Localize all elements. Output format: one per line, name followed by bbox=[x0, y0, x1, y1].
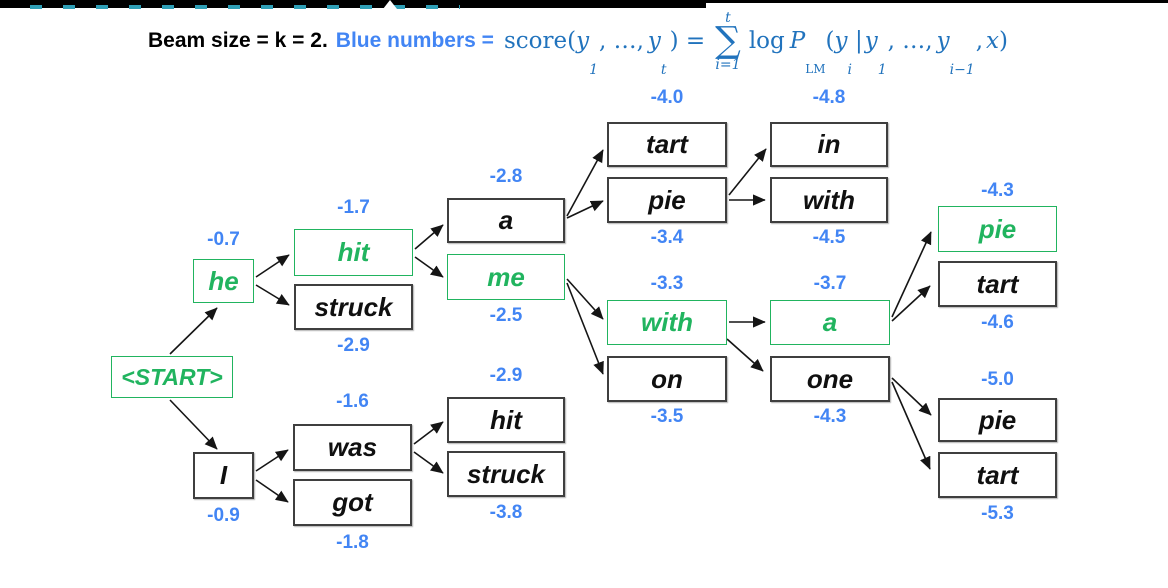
caption-blue-numbers: Blue numbers = bbox=[335, 29, 494, 52]
edge-i-got bbox=[255, 479, 289, 503]
node-in: in bbox=[770, 122, 888, 167]
score-i: -0.9 bbox=[207, 505, 240, 526]
node-start: <START> bbox=[111, 356, 233, 398]
edge-start-i bbox=[169, 399, 218, 450]
formula-token: y bbox=[864, 27, 878, 54]
edge-was-hit2 bbox=[413, 421, 444, 445]
top-teal-dashes bbox=[30, 5, 460, 9]
edge-me-on bbox=[566, 282, 604, 375]
summation: t ∑ i=1 bbox=[715, 11, 741, 72]
formula-token: ( bbox=[825, 27, 835, 54]
top-crop-bar bbox=[0, 0, 706, 8]
score-tart-4: -5.3 bbox=[981, 503, 1014, 524]
formula-token: , bbox=[975, 27, 984, 54]
formula-token: | bbox=[854, 27, 863, 54]
edge-was-struck2 bbox=[413, 451, 444, 474]
node-with-2: with bbox=[770, 177, 888, 223]
node-me: me bbox=[447, 254, 565, 300]
node-i: I bbox=[193, 452, 254, 499]
formula-token: , …, bbox=[598, 27, 644, 54]
score-pie-3: -4.3 bbox=[981, 180, 1014, 201]
score-got: -1.8 bbox=[336, 532, 369, 553]
node-pie-1: pie bbox=[607, 177, 727, 223]
score-one: -4.3 bbox=[813, 406, 847, 427]
node-on: on bbox=[607, 356, 727, 402]
score-on: -3.5 bbox=[650, 406, 684, 427]
score-struck-1: -2.9 bbox=[337, 335, 370, 356]
score-pie-4: -5.0 bbox=[981, 369, 1014, 390]
score-tart-1: -4.0 bbox=[650, 87, 684, 108]
edge-a2-tart3 bbox=[891, 285, 931, 322]
score-was: -1.6 bbox=[336, 391, 369, 412]
edge-a-tart bbox=[566, 149, 604, 217]
node-he: he bbox=[193, 259, 254, 303]
node-struck-1: struck bbox=[294, 284, 413, 330]
node-a-2: a bbox=[770, 300, 890, 345]
node-pie-3: pie bbox=[938, 206, 1057, 252]
node-tart-4: tart bbox=[938, 452, 1057, 498]
score-a-1: -2.8 bbox=[489, 166, 523, 187]
score-formula: score( y 1 , …, y t ) = t ∑ i=1 log P LM… bbox=[503, 10, 1008, 77]
node-tart-3: tart bbox=[938, 261, 1057, 307]
edge-pie-in bbox=[728, 148, 767, 196]
edge-with-one bbox=[726, 338, 764, 372]
formula-token: ) bbox=[999, 27, 1008, 54]
edge-one-tart4 bbox=[891, 381, 931, 470]
edge-me-with bbox=[566, 278, 604, 320]
score-pie-1: -3.4 bbox=[650, 227, 684, 248]
summation-upper-limit: t bbox=[725, 10, 731, 27]
formula-subscript: t bbox=[660, 61, 667, 78]
formula-token: score( bbox=[503, 27, 577, 54]
formula-token: y bbox=[576, 27, 590, 54]
node-hit-1: hit bbox=[294, 229, 413, 276]
edge-he-struck bbox=[255, 284, 290, 306]
formula-token: ) = bbox=[669, 27, 706, 54]
edge-a2-pie3 bbox=[891, 231, 932, 318]
node-was: was bbox=[293, 424, 412, 471]
node-with-1: with bbox=[607, 300, 727, 345]
formula-subscript: 1 bbox=[589, 61, 598, 78]
summation-lower-limit: i=1 bbox=[715, 56, 741, 73]
formula-token: y bbox=[647, 27, 661, 54]
formula-subscript: i−1 bbox=[949, 61, 975, 78]
sigma-icon: ∑ bbox=[715, 20, 741, 62]
formula-subscript: 1 bbox=[877, 61, 887, 78]
score-a-2: -3.7 bbox=[813, 273, 847, 294]
score-hit-1: -1.7 bbox=[337, 197, 370, 218]
edge-one-pie4 bbox=[891, 377, 932, 416]
score-me: -2.5 bbox=[489, 305, 523, 326]
caption: Beam size = k = 2. Blue numbers = score(… bbox=[148, 2, 1008, 80]
edge-hit-me bbox=[414, 256, 444, 278]
node-tart-1: tart bbox=[607, 122, 727, 167]
edge-i-was bbox=[255, 449, 289, 472]
formula-token: P bbox=[789, 27, 806, 54]
node-struck-2: struck bbox=[447, 451, 565, 497]
formula-subscript: i bbox=[847, 61, 852, 78]
node-got: got bbox=[293, 479, 412, 526]
edge-he-hit bbox=[255, 254, 290, 278]
node-one: one bbox=[770, 356, 890, 402]
score-he: -0.7 bbox=[207, 229, 240, 250]
node-a-1: a bbox=[447, 198, 565, 243]
edge-hit-a bbox=[414, 224, 444, 250]
score-struck-2: -3.8 bbox=[489, 502, 523, 523]
formula-token: x bbox=[986, 27, 1000, 54]
formula-token: y bbox=[936, 27, 950, 54]
caption-beam-size: Beam size = k = 2. bbox=[148, 29, 328, 52]
node-pie-4: pie bbox=[938, 398, 1057, 442]
formula-token: log bbox=[748, 27, 785, 54]
edge-a-pie bbox=[566, 200, 604, 219]
score-in: -4.8 bbox=[812, 87, 846, 108]
formula-subscript: LM bbox=[805, 61, 826, 76]
score-with-1: -3.3 bbox=[650, 273, 684, 294]
cursor-notch bbox=[383, 0, 397, 9]
formula-token: , …, bbox=[887, 27, 933, 54]
edge-start-he bbox=[169, 307, 218, 355]
formula-token: y bbox=[834, 27, 848, 54]
node-hit-2: hit bbox=[447, 397, 565, 443]
score-with-2: -4.5 bbox=[812, 227, 846, 248]
score-tart-3: -4.6 bbox=[981, 312, 1014, 333]
score-hit-2: -2.9 bbox=[489, 365, 523, 386]
